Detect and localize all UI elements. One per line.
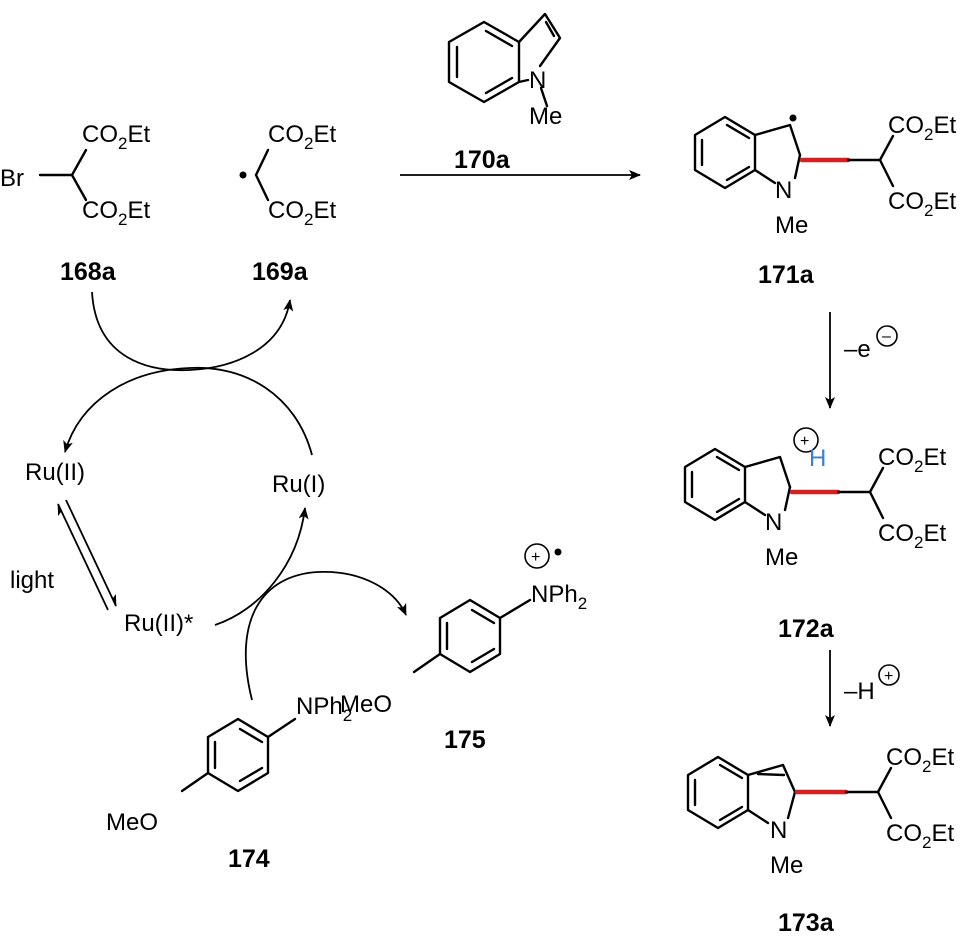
label-170a: 170a [454,146,511,174]
ru-i-label: Ru(I) [272,471,325,498]
arrow-174-to-175 [244,571,407,701]
175-methoxy: MeO [340,691,392,718]
arrow-ru1-to-ru2 [63,366,313,456]
173a-n-atom: N [770,817,787,844]
label-168a: 168a [60,258,117,286]
ru-ii-excited-label: Ru(II)* [124,610,193,637]
172a-cation-charge [793,427,819,453]
173a-methyl: Me [770,852,803,879]
ru-ii-label: Ru(II) [25,459,85,486]
175-cation-charge [524,543,550,569]
label-171a: 171a [758,261,815,289]
label-169a: 169a [252,258,309,286]
compound-168a: Br CO2Et CO2Et 168a [0,121,150,286]
169a-ester-top: CO2Et [268,121,336,153]
173a-ester-top: CO2Et [886,744,954,776]
svg-text:+: + [531,549,540,566]
171a-n-atom: N [775,177,792,204]
arrow-excitation [65,499,117,607]
svg-text:+: + [884,668,893,685]
171a-ester-bottom: CO2Et [888,188,956,220]
svg-text:–: – [882,328,891,345]
171a-radical-dot [789,114,797,122]
label-172a: 172a [778,615,835,643]
compound-171a: N Me CO2Et CO2Et 171a [693,112,956,289]
electron-loss-annotation: –e – [844,325,898,363]
169a-radical-dot [239,171,247,179]
168a-ester-top: CO2Et [82,121,150,153]
170a-methyl: Me [529,103,562,130]
169a-ester-bottom: CO2Et [268,197,336,229]
light-label: light [10,567,54,594]
compound-169a: CO2Et CO2Et 169a [239,121,336,286]
proton-loss-annotation: –H + [844,664,900,705]
173a-ester-bottom: CO2Et [886,820,954,852]
171a-methyl: Me [775,212,808,239]
compound-172a: + H N Me CO2Et CO2Et 172a [683,427,946,643]
172a-hydrogen: H [809,445,826,472]
172a-n-atom: N [765,509,782,536]
arrow-relaxation [57,503,109,611]
catalytic-cycle: Ru(II) Ru(I) Ru(II)* light [10,291,407,701]
171a-ester-top: CO2Et [888,112,956,144]
175-radical-dot [554,548,562,556]
compound-174: NPh2 MeO 174 [106,693,352,873]
compound-173a: N Me CO2Et CO2Et 173a [686,744,954,937]
172a-methyl: Me [765,544,798,571]
174-amine: NPh2 [296,693,352,725]
175-amine: NPh2 [531,581,587,613]
172a-ester-top: CO2Et [878,444,946,476]
label-175: 175 [444,726,486,754]
arrow-ru2star-to-ru1 [214,507,309,626]
168a-ester-bottom: CO2Et [82,197,150,229]
label-174: 174 [228,845,270,873]
168a-bromine: Br [0,165,24,192]
compound-175: NPh2 + MeO 175 [340,543,587,754]
172a-ester-bottom: CO2Et [878,520,946,552]
svg-text:–H: –H [844,678,875,705]
arrow-168a-to-169a [91,291,294,372]
svg-text:–e: –e [844,336,871,363]
svg-text:+: + [800,433,809,450]
174-methoxy: MeO [106,809,158,836]
170a-n-atom: N [529,67,546,94]
compound-170a: N Me 170a [447,12,562,174]
label-173a: 173a [778,909,835,937]
